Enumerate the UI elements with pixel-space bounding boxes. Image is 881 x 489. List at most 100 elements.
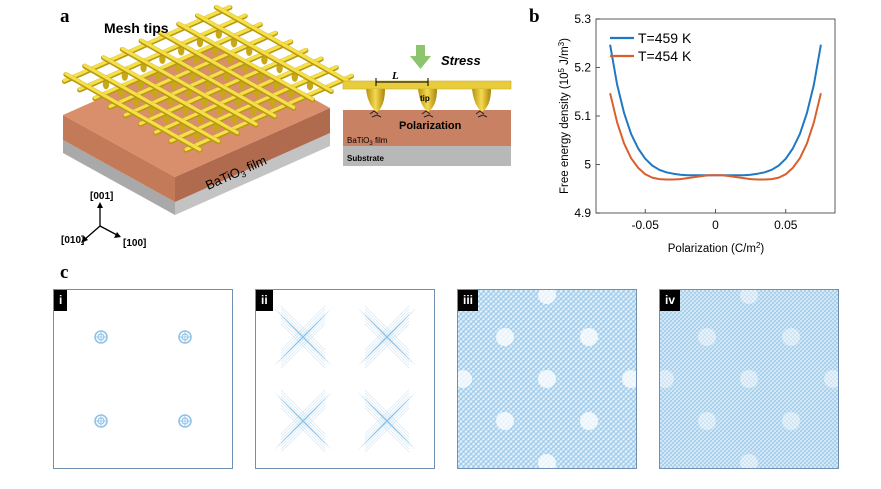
domain-streak [364, 323, 410, 369]
mesh-bar [139, 38, 277, 118]
domain-stripe [471, 290, 636, 455]
domain-stripe [783, 290, 838, 345]
domain-streak [364, 395, 410, 441]
domain-stripe [546, 290, 636, 380]
domain-stripe [561, 393, 636, 468]
domain-stripe [763, 393, 838, 468]
figure-top-svg: Mesh tips BaTiO3 film [001] [010] [100] … [61, 4, 836, 255]
domain-stripe [601, 433, 636, 468]
domain-streak [280, 317, 326, 363]
axis-100-label: [100] [123, 238, 146, 249]
domain-streak [280, 305, 326, 351]
panel-a-letter: a [60, 6, 70, 27]
domain-stripe [556, 388, 636, 468]
domain-stripe [458, 345, 581, 468]
domain-stripe [501, 290, 636, 425]
domain-stripe [660, 290, 731, 361]
domain-stripe [751, 290, 838, 377]
domain-stripe [767, 397, 838, 468]
domain-stripe [458, 290, 541, 373]
domain-stripe [458, 300, 626, 468]
mesh-bar [214, 4, 352, 84]
domain-streak [280, 398, 326, 444]
domain-node [538, 290, 556, 304]
domain-stripe [458, 405, 521, 468]
domain-streak [364, 398, 410, 444]
domain-streak [280, 308, 326, 354]
domain-stripe [779, 290, 838, 349]
domain-stripe [660, 349, 779, 468]
domain-streak [364, 389, 410, 435]
domain-stripe [723, 290, 838, 405]
domain-streak [280, 401, 326, 447]
domain-stripe [660, 353, 775, 468]
domain-streak [280, 407, 326, 453]
domain-stripe [663, 290, 838, 465]
domain-stripe [458, 290, 511, 343]
domain-streak [280, 404, 326, 450]
domain-node [538, 454, 556, 468]
domain-stripe [458, 290, 496, 328]
stress-arrow [410, 45, 431, 69]
domain-streak [361, 311, 413, 363]
domain-stripe [660, 297, 831, 468]
domain-stripe [458, 290, 501, 333]
domain-stripe [660, 425, 703, 468]
domain-stripe [695, 290, 838, 433]
tip-label: tip [420, 94, 430, 103]
domain-stripe [566, 398, 636, 468]
domain-stripe [458, 425, 501, 468]
domain-streak [364, 398, 410, 444]
domain-streak [358, 392, 416, 450]
domain-stripe [755, 385, 838, 468]
domain-streak [286, 320, 320, 354]
domain-stripe [803, 433, 838, 468]
domain-stripe [458, 290, 506, 338]
domain-streak [280, 320, 326, 366]
domain-stripe [767, 290, 838, 361]
domain-stripe [571, 403, 636, 468]
domain-node [698, 328, 716, 346]
domain-streak [280, 311, 326, 357]
domain-streak [364, 401, 410, 447]
domain-streak [364, 305, 410, 351]
domain-stripe [591, 423, 636, 468]
domain-stripe [506, 290, 636, 420]
domain-streak [373, 323, 401, 351]
domain-stripe [458, 430, 496, 468]
domain-stripe [561, 290, 636, 365]
domain-streak [280, 389, 326, 435]
domain-node [660, 370, 674, 388]
domain-stripe [458, 395, 531, 468]
domain-node [580, 412, 598, 430]
domain-stripe [511, 290, 636, 415]
snapshot-pattern [274, 305, 416, 453]
domain-streak [367, 317, 407, 357]
domain-streak [364, 401, 410, 447]
domain-stripe [660, 437, 691, 468]
domain-stripe [458, 290, 526, 358]
y-tick-label: 5.3 [574, 12, 591, 26]
crystal-axes: [001] [010] [100] [61, 191, 146, 249]
domain-streak [274, 392, 332, 450]
cross-section: L tip Polarization BaTiO3 film Substrate… [342, 45, 512, 166]
polarization-label: Polarization [399, 120, 462, 132]
domain-stripe [458, 290, 536, 368]
substrate-side-right [175, 133, 330, 215]
domain-streak [280, 317, 326, 363]
domain-stripe [660, 357, 771, 468]
domain-streak [364, 314, 410, 360]
domain-stripe [660, 301, 827, 468]
domain-streak [364, 308, 410, 354]
domain-stripe [458, 435, 491, 468]
domain-stripe [458, 290, 546, 378]
mesh-bar [177, 21, 315, 101]
domain-stripe [803, 290, 838, 325]
domain-streak [364, 323, 410, 369]
domain-stripe [458, 330, 596, 468]
length-label: L [391, 70, 399, 82]
domain-streak [361, 395, 413, 447]
domain-stripe [458, 355, 571, 468]
film-side-left [63, 115, 175, 202]
